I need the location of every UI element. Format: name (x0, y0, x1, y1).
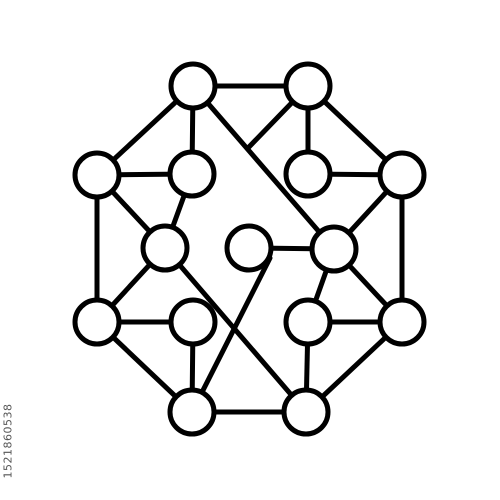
network-nodes (72, 61, 427, 437)
node-outer-left-top (72, 150, 122, 200)
node-outer-top-right (283, 61, 333, 111)
edge (189, 255, 273, 415)
node-outer-left-bottom (72, 297, 122, 347)
stock-image-id: 1521860538 (1, 383, 15, 498)
node-inner-top-right (283, 149, 333, 199)
node-outer-bottom-right (281, 387, 331, 437)
node-inner-bottom-right (283, 297, 333, 347)
node-inner-left (140, 223, 190, 273)
node-inner-right (309, 224, 359, 274)
node-outer-right-bottom (377, 297, 427, 347)
node-center (224, 223, 274, 273)
edge (190, 83, 337, 252)
edge (162, 245, 309, 415)
stock-image-id-text: 1521860538 (1, 403, 15, 478)
node-inner-top-left (167, 149, 217, 199)
node-inner-bottom-left (168, 297, 218, 347)
node-outer-top-left (168, 61, 218, 111)
node-outer-bottom-left (167, 387, 217, 437)
node-outer-right-top (377, 150, 427, 200)
